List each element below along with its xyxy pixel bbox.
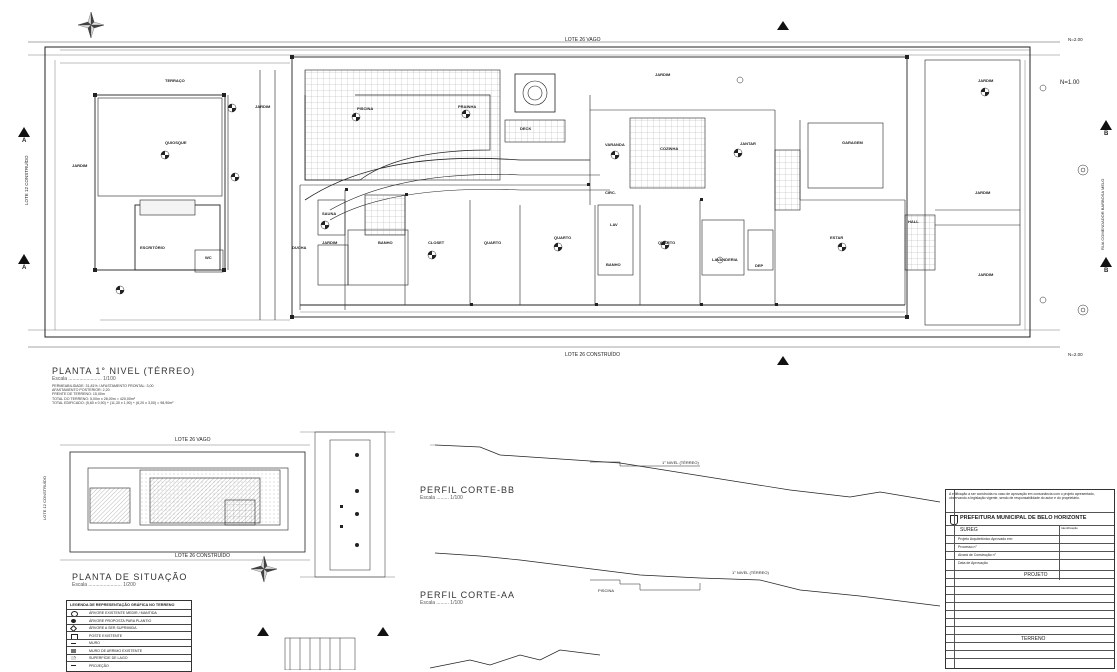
room-label: JARDIM	[975, 190, 991, 195]
perfil-bb-level: 1° NIVEL (TÉRREO)	[662, 460, 699, 465]
dept-name: SUREG	[960, 527, 978, 533]
situacao-title: PLANTA DE SITUAÇÃO	[72, 572, 188, 582]
plan-note: TOTAL EDIFICADO: (5,60 x 0,90) + (11,30 …	[52, 400, 174, 405]
level-marker: N=2.00	[1068, 352, 1083, 357]
perfil-aa-piscina: PISCINA	[598, 588, 615, 593]
section-mark: A	[22, 265, 27, 271]
title-block-header: A edificação a ser construída no caso de…	[949, 492, 1095, 500]
plan-note: AFASTAMENTO POSTERIOR: 2,20	[52, 388, 110, 393]
lot-label-bottom: LOTE 26 CONSTRUÍDO	[565, 352, 621, 358]
room-label: DECK	[520, 126, 532, 131]
legend-item-label: PROJEÇÃO	[89, 663, 109, 668]
lot-label-left: LOTE 12 CONSTRUÍDO	[24, 155, 29, 205]
field-label: Alvará de Construção n°	[958, 553, 996, 557]
lot-label-top: LOTE 26 VAGO	[565, 37, 601, 43]
section-mark: B	[1104, 131, 1109, 137]
section-mark: A	[22, 138, 27, 144]
room-label: SAUNA	[322, 211, 337, 216]
situacao-scale: Escala ........................ 1/200	[72, 582, 136, 588]
room-label: COZINHA	[660, 146, 679, 151]
legend-item-label: ÁRVORE A SER SUPRIMIDA	[89, 626, 137, 630]
room-label: PISCINA	[357, 106, 374, 111]
room-label: CLOSET	[428, 240, 445, 245]
situacao-left-label: LOTE 12 CONSTRUÍDO	[42, 475, 47, 520]
plan-title: PLANTA 1° NIVEL (TÉRREO)	[52, 366, 196, 376]
legend-item-label: POSTE EXISTENTE	[89, 633, 123, 638]
perfil-aa-title: PERFIL CORTE-AA	[420, 590, 516, 600]
level-marker: N=2.00	[1068, 37, 1083, 42]
room-label: CIRC.	[605, 190, 616, 195]
room-label: BANHO	[606, 262, 621, 267]
perfil-bb-title: PERFIL CORTE-BB	[420, 485, 516, 495]
room-label: QUARTO	[554, 235, 572, 240]
perfil-aa-level: 1° NIVEL (TÉRREO)	[732, 570, 769, 575]
title-block: A edificação a ser construída no caso de…	[945, 489, 1115, 669]
room-label: JARDIM	[978, 78, 994, 83]
room-label: ESTAR	[830, 235, 844, 240]
room-label: QUARTO	[484, 240, 502, 245]
field-label: Processo n°	[958, 545, 977, 549]
situacao-top-label: LOTE 26 VAGO	[175, 437, 211, 443]
situacao-bottom-label: LOTE 26 CONSTRUÍDO	[175, 553, 231, 559]
lake-icon	[71, 656, 76, 660]
legend-row: SUPERFÍCIE DE LAGO	[67, 653, 191, 663]
room-label: GARAGEM	[842, 140, 863, 145]
room-label: LAV	[610, 222, 618, 227]
legend-item-label: SUPERFÍCIE DE LAGO	[89, 656, 128, 660]
room-label: QUIOSQUE	[165, 140, 187, 145]
room-label: JARDIM	[978, 272, 994, 277]
room-label: JANTAR	[740, 141, 756, 146]
section-projeto: PROJETO	[1024, 572, 1048, 578]
section-terreno: TERRENO	[1021, 636, 1046, 642]
field-label: Data de Aprovação	[958, 561, 988, 565]
tree-proposed-icon	[71, 618, 76, 623]
legend-item-label: ÁRVORE PROPOSTA PARA PLANTIO	[89, 618, 152, 623]
stamp-label: Identificação	[1061, 526, 1078, 530]
wall-icon	[71, 642, 76, 644]
room-label: JARDIM	[655, 72, 671, 77]
room-label: JARDIM	[255, 104, 271, 109]
room-label: TERRAÇO	[165, 78, 185, 83]
room-label: HALL	[908, 219, 919, 224]
plan-note: FRENTE DE TERRENO: 15,00m	[52, 392, 105, 397]
room-label: JARDIM	[322, 240, 338, 245]
retaining-wall-icon	[71, 648, 76, 653]
org-name: PREFEITURA MUNICIPAL DE BELO HORIZONTE	[960, 515, 1087, 521]
room-label: ESCRITÓRIO	[140, 245, 165, 250]
legend-item-label: MURO DE ARRIMO EXISTENTE	[89, 648, 143, 653]
legend-item-label: ÁRVORE EXISTENTE MEDIR / MANTIDA	[89, 611, 157, 615]
plan-notes: PERMEABILIDADE: 31,81% / AFASTAMENTO FRO…	[52, 384, 173, 405]
room-label: JARDIM	[72, 163, 88, 168]
legend-row: ÁRVORE A SER SUPRIMIDA	[67, 623, 191, 633]
section-mark: B	[1104, 268, 1109, 274]
level-marker: N=1.00	[1060, 80, 1080, 86]
plan-scale: Escala ........................ 1/100	[52, 376, 116, 382]
plan-note: TOTAL DO TERRENO: 5,00m x 28,00m = 420,0…	[52, 396, 136, 401]
room-label: PRAINHA	[458, 104, 477, 109]
plan-note: PERMEABILIDADE: 31,81% / AFASTAMENTO FRO…	[52, 384, 154, 388]
legend-table: LEGENDA DE REPRESENTAÇÃO GRÁFICA NO TERR…	[66, 600, 192, 672]
room-label: DUCHA	[292, 245, 307, 250]
room-label: DEP	[755, 263, 764, 268]
room-label: WC	[205, 255, 212, 260]
perfil-aa-scale: Escala ......... 1/100	[420, 600, 463, 606]
legend-row: PROJEÇÃO	[67, 661, 191, 670]
room-label: BANHO	[378, 240, 393, 245]
room-label: QUARTO	[658, 240, 676, 245]
field-label: Projeto Arquitetônico Aprovado em:	[958, 537, 1013, 541]
legend-row: ÁRVORE PROPOSTA PARA PLANTIO	[67, 616, 191, 625]
legend-row: MURO	[67, 638, 191, 648]
perfil-bb-scale: Escala ......... 1/100	[420, 495, 463, 501]
legend-title: LEGENDA DE REPRESENTAÇÃO GRÁFICA NO TERR…	[70, 602, 175, 607]
room-label: LAVANDERIA	[712, 257, 738, 262]
room-label: VARANDA	[605, 142, 625, 147]
legend-item-label: MURO	[89, 641, 100, 645]
street-label: RUA COMENDADOR BARBOSA MELO	[1100, 178, 1105, 250]
legend-row: MURO DE ARRIMO EXISTENTE	[67, 646, 191, 655]
projection-icon	[71, 665, 76, 666]
